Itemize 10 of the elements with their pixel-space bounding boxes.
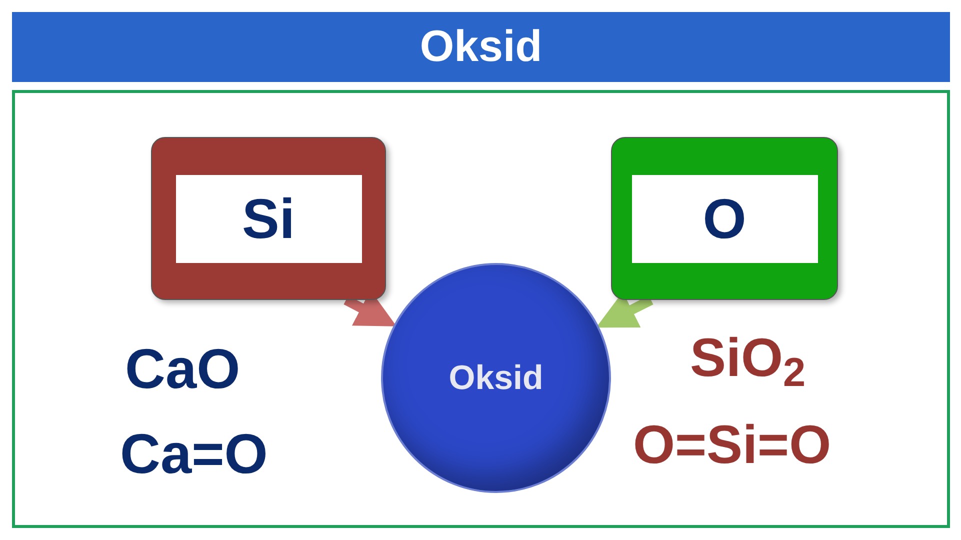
formula-text: O=Si=O (633, 418, 832, 472)
title-bar: Oksid (12, 12, 950, 82)
formula-text: CaO (125, 341, 240, 397)
element-symbol: O (632, 174, 818, 262)
circle-label: Oksid (448, 358, 544, 398)
element-box (151, 137, 386, 300)
formula-text: SiO$_{2}$ (690, 331, 806, 385)
formula-text: Ca=O (120, 426, 268, 482)
element-symbol: Si (176, 174, 362, 262)
element-box (611, 137, 838, 300)
